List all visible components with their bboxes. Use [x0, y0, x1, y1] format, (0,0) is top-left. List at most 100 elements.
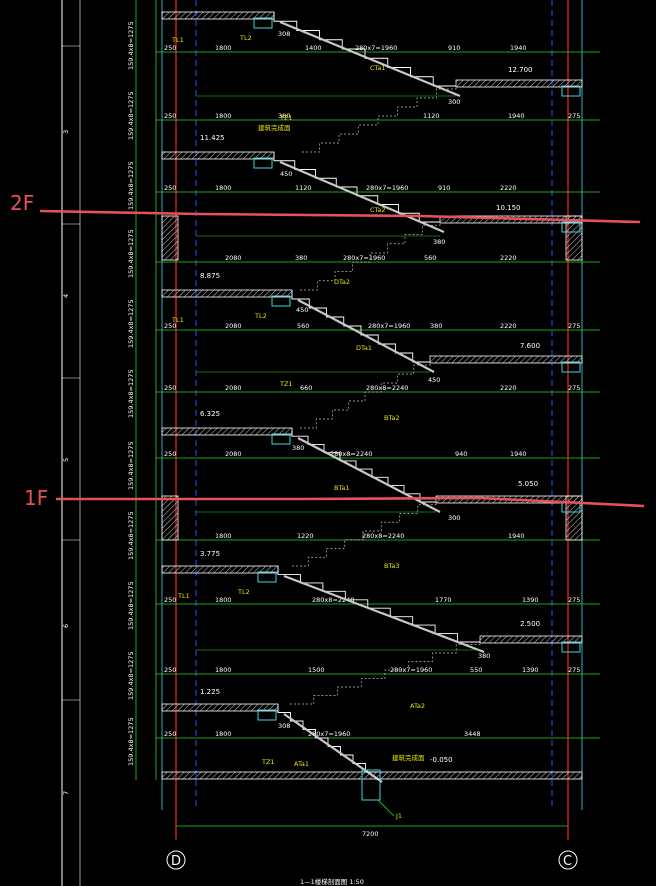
story-height-2: 159.4x8=1275	[127, 91, 135, 140]
beam-label: TZ1	[279, 380, 293, 388]
landing-slab	[479, 635, 583, 644]
level-mark: 建筑完成面	[258, 123, 291, 132]
flight-label: BTa1	[334, 484, 349, 492]
floor-label-1f: 1F	[24, 486, 48, 510]
dim-text: 280x7=1960	[343, 254, 385, 262]
back-flight-steps	[300, 216, 441, 291]
story-height-3: 159.4x8=1275	[127, 161, 135, 210]
dim-text: 3448	[464, 730, 481, 738]
dim-text: 1800	[215, 532, 232, 540]
stair-steps	[273, 12, 456, 87]
story-height-column: 159.4x8=1275 159.4x8=1275 159.4x8=1275 1…	[127, 0, 157, 780]
dim-text: 1800	[215, 184, 232, 192]
floor-line-1f: 1F	[24, 486, 645, 510]
story-height-4: 159.4x8=1275	[127, 229, 135, 278]
dim-text: 1800	[215, 112, 232, 120]
level-index-7: 7	[62, 791, 70, 795]
drawing-caption: 1—1楼梯剖面图 1:50	[300, 877, 364, 886]
dim-text: 1500	[308, 666, 325, 674]
stair-steps	[273, 152, 440, 223]
elevation-text: -0.050	[430, 756, 453, 764]
dim-text: 2080	[225, 322, 242, 330]
landing-beam	[561, 221, 581, 233]
level-index-5: 5	[62, 458, 70, 462]
dim-band-9: 250 1800 280x8=2240 1770 1390 275	[156, 596, 600, 605]
level-index-3: 3	[62, 130, 70, 134]
flight-label: DTa1	[356, 344, 372, 352]
dim-text: 940	[455, 450, 467, 458]
dim-text: 1800	[215, 730, 232, 738]
dim-text: 1800	[215, 596, 232, 604]
flight-label: DTa2	[334, 278, 350, 286]
dim-text: 380	[295, 254, 307, 262]
dim-band-10: 250 1800 1500 280x7=1960 550 1390 275	[156, 666, 600, 675]
dim-band-6: 250 2080 660 280x8=2240 2220 275	[156, 384, 600, 393]
landing-beam	[561, 641, 581, 653]
landing-beam	[257, 571, 277, 583]
dim-text: 280x7=1960	[308, 730, 350, 738]
dim-text: 280x7=1960	[366, 184, 408, 192]
dim-text: 280x7=1960	[390, 666, 432, 674]
dim-text: 250	[164, 322, 176, 330]
beam-size: 380	[292, 444, 304, 452]
dim-text: 275	[568, 322, 580, 330]
dim-text: 250	[164, 44, 176, 52]
flight-label: ATa2	[410, 702, 425, 710]
landing-beam	[561, 361, 581, 373]
dim-text: 2220	[500, 184, 517, 192]
flight-label: CTa1	[370, 64, 386, 72]
story-height-7: 159.4x8=1275	[127, 441, 135, 490]
stair-slab	[279, 160, 445, 234]
dim-text: 660	[300, 384, 312, 392]
elevation-text: 2.500	[520, 620, 540, 628]
dim-text: 380	[430, 322, 442, 330]
dim-text: 560	[424, 254, 436, 262]
dim-text: 1390	[522, 596, 539, 604]
floor-label-2f: 2F	[10, 191, 34, 215]
flight-label: ATa1	[294, 760, 309, 768]
dim-text: 2220	[500, 384, 517, 392]
beam-size: 300	[448, 98, 460, 106]
dim-text: 275	[568, 384, 580, 392]
member-labels: TL1 TL2 TZ1 TL1 TL2 TZ1 TL1 TL2 TZ1 CTa1…	[171, 30, 490, 768]
flight-label: BTa3	[384, 562, 399, 570]
axis-bubble-d	[166, 850, 186, 870]
beam-label: TL1	[171, 36, 184, 44]
dim-text: 2220	[500, 254, 517, 262]
dim-text: 1770	[435, 596, 452, 604]
level-index-4: 4	[62, 294, 70, 298]
floor-line-2f: 2F	[10, 191, 641, 224]
dim-text: 1940	[508, 532, 525, 540]
dim-text: 1220	[297, 532, 314, 540]
level-index-6: 6	[62, 624, 70, 628]
dim-band-4: 2080 380 280x7=1960 560 2220	[156, 254, 600, 263]
back-flight-steps	[300, 80, 457, 153]
elevation-text: 11.425	[200, 134, 225, 142]
beam-label: TZ1	[261, 758, 275, 766]
level-mark: 建筑完成面	[392, 753, 425, 762]
elevation-text: 8.875	[200, 272, 220, 280]
landing-beam	[271, 295, 291, 307]
dim-text: 250	[164, 184, 176, 192]
overall-dimension: 7200	[362, 830, 379, 838]
dim-text: 1400	[305, 44, 322, 52]
elevation-marks: 12.700 10.150 8.875 7.600 6.325 5.050 3.…	[200, 66, 540, 764]
dim-text: 910	[438, 184, 450, 192]
dim-text: 1800	[215, 666, 232, 674]
beam-size: 308	[278, 30, 290, 38]
dim-band-3: 250 1800 1120 280x7=1960 910 2220	[156, 184, 600, 193]
dim-text: 280x8=2240	[312, 596, 354, 604]
elevation-text: 6.325	[200, 410, 220, 418]
beam-size: 380	[478, 652, 490, 660]
stair-slab	[283, 574, 485, 654]
axis-label-c: C	[563, 854, 572, 869]
back-flight-steps	[300, 356, 431, 429]
elevation-text: 5.050	[518, 480, 538, 488]
dim-band-7: 250 2080 280x8=2240 940 1940	[156, 450, 600, 459]
landing-beam	[271, 433, 291, 445]
stair-slab	[297, 437, 441, 513]
stair-slab	[297, 299, 435, 373]
dim-text: 1940	[510, 450, 527, 458]
landing-beam	[253, 157, 273, 169]
